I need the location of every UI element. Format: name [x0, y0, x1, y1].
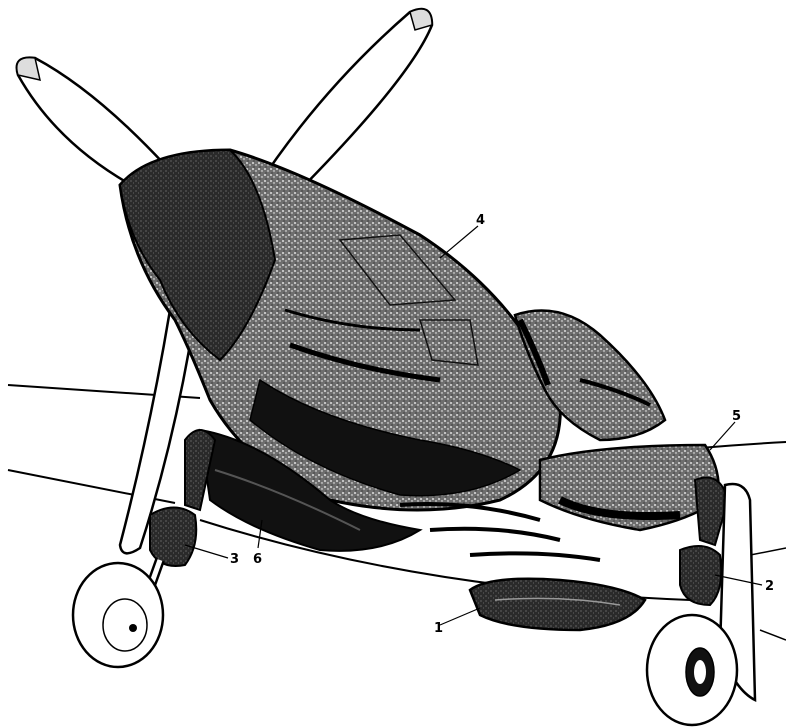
callout-4: 4 [476, 213, 485, 228]
left-wheel [73, 563, 163, 667]
belly-scoop-cover [470, 579, 645, 630]
left-landing-gear-cover [150, 508, 196, 567]
callout-5: 5 [732, 409, 741, 424]
callout-6: 6 [253, 552, 262, 567]
callout-3: 3 [230, 552, 239, 567]
right-wing-root-cover [540, 445, 719, 530]
callout-2: 2 [765, 579, 774, 594]
callout-1: 1 [434, 621, 443, 636]
